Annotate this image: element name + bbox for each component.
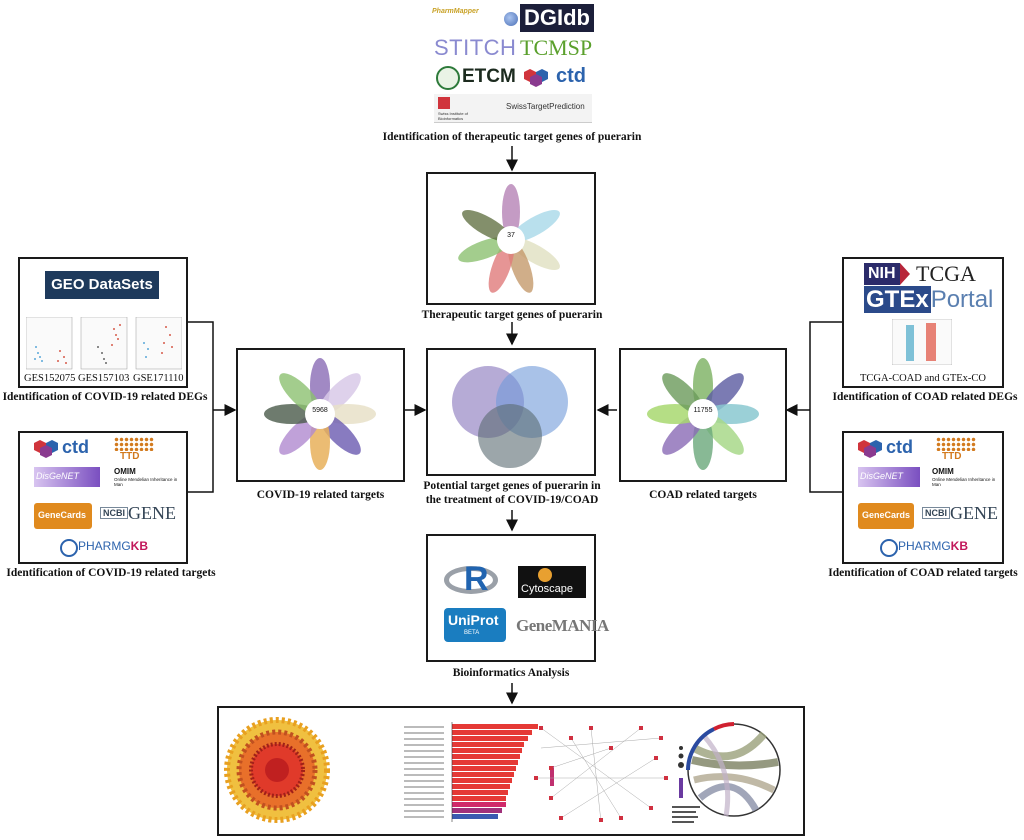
dgidb-icon <box>504 12 518 26</box>
disgenet-logo: DisGeNET <box>34 467 100 487</box>
geo-dataset-2: GSE171110 <box>133 373 184 384</box>
results-panel <box>217 706 805 836</box>
sib-icon <box>438 97 450 109</box>
ctd-hex-icon <box>34 440 58 458</box>
ncbi-logo: NCBI <box>100 507 128 519</box>
omim-logo: OMIM <box>114 467 136 476</box>
tcga-volcano-plot <box>892 319 952 365</box>
caption-bioinformatics: Bioinformatics Analysis <box>452 667 570 679</box>
go-bar-chart <box>404 722 554 822</box>
cytoscape-network-icon <box>538 568 552 582</box>
tcmsp-logo: TCMSP <box>520 35 593 60</box>
pharmgkb-logo: PHARMGKB <box>78 539 149 553</box>
stitch-logo: STITCH <box>434 35 517 60</box>
covid-flower-diagram <box>264 358 376 470</box>
nih-chevron-icon <box>900 263 910 285</box>
ctd-logo: ctd <box>886 437 913 457</box>
disgenet-logo: DisGeNET <box>858 467 920 487</box>
gene-logo: GENE <box>128 503 176 523</box>
line-geo-branch <box>188 321 214 493</box>
venn-panel <box>426 348 596 476</box>
nih-logo: NIH <box>864 263 900 285</box>
omim-logo: OMIM <box>932 467 954 476</box>
swiss-logo-panel: Swiss Institute of Bioinformatics SwissT… <box>434 94 592 123</box>
therapeutic-db-logos: PharmMapper DGIdb STITCH TCMSP ETCM ctd … <box>430 2 595 126</box>
puerarin-flower-diagram <box>458 184 560 293</box>
geo-dataset-1: GES157103 <box>78 373 130 384</box>
caption-coad-targets: Identification of COAD related targets <box>828 567 1018 579</box>
dgidb-logo: DGIdb <box>520 4 594 32</box>
results-figures <box>224 717 781 823</box>
caption-venn-line1: Potential target genes of puerarin in <box>423 480 601 492</box>
caption-venn-line2: the treatment of COVID-19/COAD <box>425 494 599 506</box>
caption-puerarin-targets: Therapeutic target genes of puerarin <box>421 309 603 321</box>
uniprot-logo: UniProt BETA <box>444 608 506 642</box>
caption-covid-degs: Identification of COVID-19 related DEGs <box>2 391 208 403</box>
tcga-gtex-label: TCGA-COAD and GTEx-CO <box>860 373 986 384</box>
r-logo: R <box>464 560 489 598</box>
gtex-logo: GTExPortal <box>864 286 994 313</box>
caption-coad-degs: Identification of COAD related DEGs <box>832 391 1018 403</box>
venn-diagram <box>452 366 568 468</box>
geo-dataset-0: GES152075 <box>24 373 76 384</box>
ctd-logo: ctd <box>62 437 89 457</box>
kegg-network-figure <box>534 726 684 823</box>
ttd-logo: TTD <box>120 451 140 462</box>
geo-datasets-panel: GEO DataSets GES152075 GES157103 GSE1711… <box>18 257 188 388</box>
ctd-hex-icon <box>524 68 554 88</box>
ttd-dots-icon <box>936 437 976 451</box>
caption-covid-targets: Identification of COVID-19 related targe… <box>6 567 216 579</box>
ctd-logo: ctd <box>556 65 586 87</box>
caption-therapeutic-targets: Identification of therapeutic target gen… <box>382 131 642 143</box>
genecards-logo: GeneCards <box>858 503 914 529</box>
etcm-logo: ETCM <box>462 66 516 87</box>
caption-covid-related-targets: COVID-19 related targets <box>256 489 385 501</box>
ctd-hex-icon <box>858 440 882 458</box>
pharmgkb-icon <box>60 539 78 557</box>
puerarin-center-count: 37 <box>507 232 515 239</box>
tcga-logo: TCGA <box>916 261 976 286</box>
ppi-network-figure <box>224 717 330 823</box>
pharmmapper-logo: PharmMapper <box>432 8 479 15</box>
covid-flower-panel: 5968 <box>236 348 405 482</box>
chord-diagram-figure <box>672 722 781 823</box>
covid-center-count: 5968 <box>312 407 328 414</box>
r-logo-icon <box>444 566 498 594</box>
coad-flower-diagram <box>647 358 759 470</box>
pharmgkb-icon <box>880 539 898 557</box>
coad-db-panel: ctd TTD DisGeNET OMIM Online Mendelian I… <box>842 431 1004 564</box>
geo-datasets-logo: GEO DataSets <box>45 271 159 299</box>
line-tcga-branch <box>809 321 842 493</box>
genemania-logo: GeneMANIA <box>516 616 609 635</box>
caption-coad-related-targets: COAD related targets <box>649 489 757 501</box>
coad-center-count: 11755 <box>693 407 713 414</box>
pharmgkb-logo: PHARMGKB <box>898 539 969 553</box>
puerarin-flower-panel: 37 <box>426 172 596 305</box>
swiss-target-prediction-text: SwissTargetPrediction <box>506 102 585 111</box>
omim-description: Online Mendelian Inheritance in Man <box>114 477 178 487</box>
ttd-logo: TTD <box>942 451 962 462</box>
omim-description: Online Mendelian Inheritance in Man <box>932 477 996 487</box>
ttd-dots-icon <box>114 437 154 451</box>
coad-flower-panel: 11755 <box>619 348 787 482</box>
cytoscape-logo: Cytoscape <box>518 566 586 598</box>
covid-db-panel: ctd TTD DisGeNET OMIM Online Mendelian I… <box>18 431 188 564</box>
volcano-plots <box>26 317 182 370</box>
gene-logo: GENE <box>950 503 998 523</box>
swiss-institute-text: Swiss Institute of Bioinformatics <box>438 111 469 121</box>
bioinformatics-panel: R Cytoscape UniProt BETA GeneMANIA <box>426 534 609 662</box>
etcm-emblem-icon <box>436 66 460 90</box>
tcga-gtex-panel: NIH TCGA GTExPortal TCGA-COAD and GTEx-C… <box>842 257 1004 388</box>
ncbi-logo: NCBI <box>922 507 950 519</box>
genecards-logo: GeneCards <box>34 503 92 529</box>
